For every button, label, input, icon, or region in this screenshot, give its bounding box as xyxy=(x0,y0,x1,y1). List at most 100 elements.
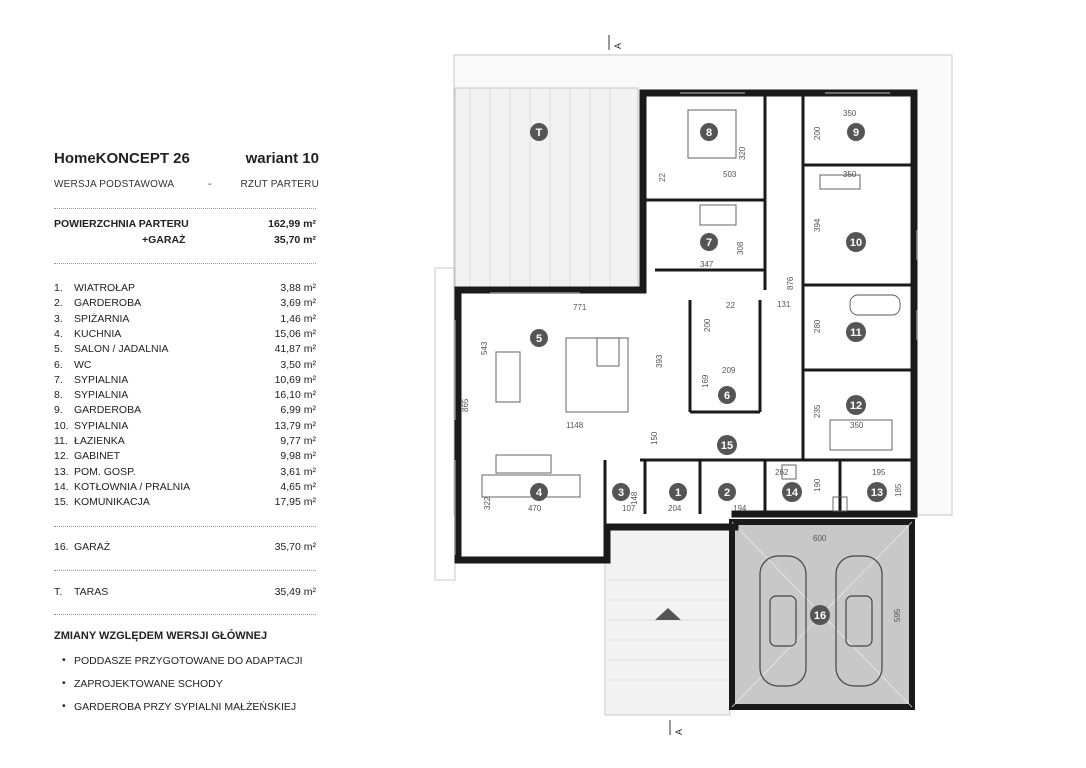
dim-label: 22 xyxy=(658,173,667,182)
room-area: 9,98 m² xyxy=(280,450,316,463)
room-label-disc xyxy=(782,482,802,502)
room-row: 5. SALON / JADALNIA 41,87 m² xyxy=(54,343,316,358)
furniture xyxy=(481,109,901,512)
change-text: ZAPROJEKTOWANE SCHODY xyxy=(74,678,223,690)
dim-label: 470 xyxy=(528,504,542,513)
room-name: GARDEROBA xyxy=(74,404,142,417)
terrace-number: T. xyxy=(54,586,63,598)
dim-label: 876 xyxy=(786,276,795,290)
room-label-disc xyxy=(612,483,630,501)
bullet-icon: • xyxy=(62,700,66,712)
ground-area-value: 162,99 m² xyxy=(268,218,316,230)
room-label: 5 xyxy=(536,333,542,345)
version-label: WERSJA PODSTAWOWA xyxy=(54,179,175,190)
room-label: 13 xyxy=(871,487,883,499)
room-label-disc xyxy=(669,483,687,501)
room-number: 9. xyxy=(54,404,63,417)
room-area: 4,65 m² xyxy=(280,480,316,493)
room-name: KOTŁOWNIA / PRALNIA xyxy=(74,480,191,493)
change-text: GARDEROBA PRZY SYPIALNI MAŁŻEŃSKIEJ xyxy=(74,701,297,713)
room-label: 10 xyxy=(850,237,862,249)
room-number: 2. xyxy=(54,297,63,310)
room-name: KOMUNIKACJA xyxy=(74,496,150,509)
room-label: 4 xyxy=(536,487,543,499)
dim-label: 185 xyxy=(894,483,903,497)
room-label-disc xyxy=(847,123,865,141)
room-label: 11 xyxy=(850,327,862,339)
room-label-disc xyxy=(700,233,718,251)
room-name: ŁAZIENKA xyxy=(74,435,125,447)
car-icon xyxy=(759,555,807,687)
room-label-disc xyxy=(867,482,887,502)
room-name: GARDEROBA xyxy=(74,297,142,310)
dim-label: 131 xyxy=(777,300,791,309)
dim-label: 320 xyxy=(738,146,747,160)
room-number: 15. xyxy=(54,496,69,509)
ground-area-label: POWIERZCHNIA PARTERU xyxy=(54,218,189,230)
dim-label: 22 xyxy=(726,301,735,310)
change-text: PODDASZE PRZYGOTOWANE DO ADAPTACJI xyxy=(74,655,303,667)
bullet-icon: • xyxy=(62,654,66,666)
dim-label: 595 xyxy=(893,608,902,622)
dim-label: 194 xyxy=(733,504,747,513)
room-name: WC xyxy=(74,358,92,371)
dim-label: 107 xyxy=(622,504,636,513)
room-label-disc xyxy=(846,395,866,415)
dim-label: 308 xyxy=(736,241,745,255)
dim-label: 350 xyxy=(850,421,864,430)
dim-label: 543 xyxy=(480,341,489,355)
dim-label: 204 xyxy=(668,504,682,513)
room-label-disc xyxy=(718,483,736,501)
room-area: 17,95 m² xyxy=(274,496,316,509)
room-name: SALON / JADALNIA xyxy=(74,343,169,356)
dim-label: 280 xyxy=(813,319,822,333)
room-name: SYPIALNIA xyxy=(74,419,129,432)
dim-label: 771 xyxy=(573,303,587,312)
room-number: 5. xyxy=(54,343,63,356)
variant-label: wariant 10 xyxy=(245,150,319,167)
room-label: 8 xyxy=(706,127,712,139)
room-area: 6,99 m² xyxy=(280,404,316,417)
car-icon xyxy=(835,555,883,687)
section-marker: A xyxy=(674,729,684,735)
room-name: GABINET xyxy=(74,450,121,463)
room-area: 9,77 m² xyxy=(280,435,316,447)
dim-label: 393 xyxy=(655,354,664,368)
dim-label: 150 xyxy=(650,431,659,445)
dim-label: 1148 xyxy=(566,421,584,430)
interior-walls xyxy=(603,96,912,525)
garage-row: 16. GARAŻ 35,70 m² xyxy=(54,541,316,556)
room-number: 7. xyxy=(54,373,63,386)
dimension-labels: 771 1148 865 543 393 150 322 470 503 320… xyxy=(461,109,903,622)
dim-label: 503 xyxy=(723,170,737,179)
terrace-row: T. TARAS 35,49 m² xyxy=(54,586,316,601)
room-number: 11. xyxy=(54,435,68,447)
garage-name: GARAŻ xyxy=(74,541,111,553)
room-number: 3. xyxy=(54,312,63,325)
room-label-disc xyxy=(700,123,718,141)
room-label: T xyxy=(536,127,543,139)
room-area: 13,79 m² xyxy=(274,419,316,432)
room-label-disc xyxy=(810,605,830,625)
room-name: SYPIALNIA xyxy=(74,373,129,386)
divider xyxy=(54,526,316,527)
changes-heading: ZMIANY WZGLĘDEM WERSJI GŁÓWNEJ xyxy=(54,630,268,642)
room-label: 2 xyxy=(724,487,730,499)
dim-label: 200 xyxy=(703,318,712,332)
view-label: RZUT PARTERU xyxy=(240,179,319,190)
dim-label: 347 xyxy=(700,260,714,269)
divider xyxy=(54,208,316,209)
bullet-icon: • xyxy=(62,677,66,689)
subtitle-separator: - xyxy=(208,179,212,190)
garage-area: 35,70 m² xyxy=(274,541,316,553)
divider xyxy=(54,614,316,615)
room-label: 15 xyxy=(721,440,733,452)
dim-label: 322 xyxy=(483,496,492,510)
dim-label: 350 xyxy=(843,109,857,118)
dim-label: 190 xyxy=(813,478,822,492)
room-area: 41,87 m² xyxy=(274,343,316,356)
room-area: 16,10 m² xyxy=(274,389,316,402)
